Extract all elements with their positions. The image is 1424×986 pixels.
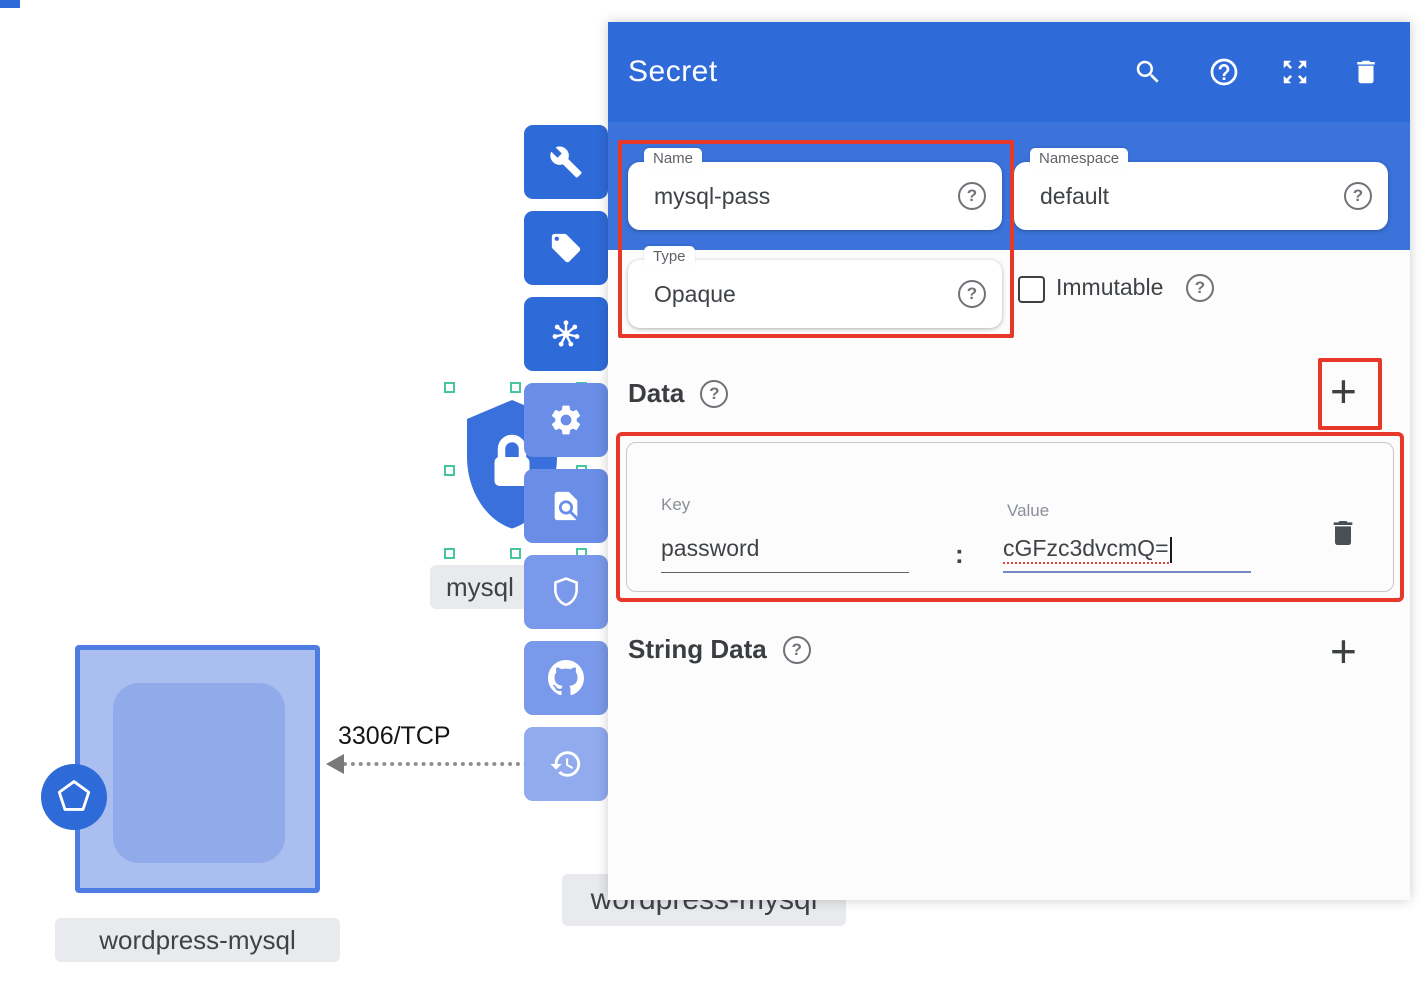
- data-section-title: Data: [628, 378, 685, 408]
- name-help-icon[interactable]: ?: [958, 182, 986, 210]
- immutable-checkbox[interactable]: [1018, 276, 1045, 303]
- deployment-node-label: wordpress-mysql: [55, 918, 340, 962]
- delete-data-row-button[interactable]: [1327, 517, 1359, 552]
- help-button[interactable]: [1208, 56, 1240, 88]
- secret-node-label-text: mysql: [446, 571, 514, 602]
- type-help-icon[interactable]: ?: [958, 280, 986, 308]
- string-data-help-icon[interactable]: ?: [782, 635, 811, 664]
- find-in-page-icon: [554, 491, 578, 521]
- panel-header: Secret: [608, 22, 1410, 122]
- type-field[interactable]: Type Opaque ?: [628, 246, 1002, 328]
- deployment-node-label-text: wordpress-mysql: [99, 924, 296, 955]
- delete-node-button[interactable]: [1350, 56, 1382, 88]
- key-input[interactable]: password: [661, 535, 909, 573]
- key-input-value: password: [661, 535, 760, 561]
- selection-handle[interactable]: [444, 465, 455, 476]
- pod-pentagon-icon: [57, 780, 91, 811]
- highlight-box-add-data: [1318, 358, 1382, 430]
- selection-handle[interactable]: [510, 382, 521, 393]
- toolbar-history-button[interactable]: [524, 727, 608, 801]
- selection-handle[interactable]: [510, 548, 521, 559]
- data-row: Key password : Value cGFzc3dvcmQ=: [626, 442, 1394, 592]
- toolbar-settings-button[interactable]: [524, 383, 608, 457]
- trash-icon: [1333, 521, 1353, 545]
- search-button[interactable]: [1132, 56, 1164, 88]
- deployment-node[interactable]: [75, 645, 320, 893]
- add-string-data-button[interactable]: +: [1330, 625, 1357, 677]
- edge-line: [343, 762, 528, 766]
- highlight-box-data-row: Key password : Value cGFzc3dvcmQ=: [616, 432, 1404, 602]
- immutable-label: Immutable: [1056, 274, 1164, 300]
- add-data-button[interactable]: +: [1330, 365, 1357, 417]
- data-help-icon[interactable]: ?: [700, 379, 729, 408]
- toolbar-shield-button[interactable]: [524, 555, 608, 629]
- secret-details-panel: Secret Name mysql-pass ? Name: [608, 22, 1410, 900]
- toolbar-github-button[interactable]: [524, 641, 608, 715]
- key-label: Key: [661, 495, 691, 514]
- panel-title: Secret: [628, 55, 718, 88]
- key-value-separator: :: [955, 539, 964, 569]
- tag-icon: [551, 233, 581, 263]
- gear-icon: [551, 405, 581, 435]
- toolbar-find-in-page-button[interactable]: [524, 469, 608, 543]
- namespace-field-label: Namespace: [1030, 148, 1129, 169]
- search-icon: [1136, 60, 1159, 83]
- shield-icon: [554, 577, 578, 607]
- value-input[interactable]: cGFzc3dvcmQ=: [1003, 535, 1251, 573]
- namespace-field-value[interactable]: default: [1040, 183, 1110, 209]
- github-icon: [548, 660, 584, 696]
- deployment-node-inner: [113, 683, 285, 863]
- string-data-section-title: String Data: [628, 634, 767, 664]
- toolbar-tag-button[interactable]: [524, 211, 608, 285]
- toolbar-kubernetes-button[interactable]: [524, 297, 608, 371]
- value-label: Value: [1007, 501, 1050, 520]
- data-section-header: Data ?: [628, 378, 729, 409]
- edge-arrowhead-icon: [326, 754, 344, 774]
- string-data-section-header: String Data ?: [628, 634, 811, 665]
- help-icon: [1210, 58, 1238, 86]
- text-cursor: [1169, 536, 1172, 563]
- name-field[interactable]: Name mysql-pass ?: [628, 148, 1002, 230]
- highlight-box-fields: [618, 140, 1014, 338]
- expand-button[interactable]: [1279, 56, 1311, 88]
- type-field-label: Type: [644, 246, 695, 267]
- wrench-icon: [550, 146, 582, 178]
- trash-icon: [1357, 60, 1375, 84]
- toolbar-wrench-button[interactable]: [524, 125, 608, 199]
- name-field-value[interactable]: mysql-pass: [654, 183, 771, 209]
- immutable-help-icon[interactable]: ?: [1186, 274, 1214, 302]
- value-input-value: cGFzc3dvcmQ=: [1003, 535, 1169, 564]
- node-toolbar: [524, 125, 608, 813]
- selection-handle[interactable]: [444, 382, 455, 393]
- type-field-value[interactable]: Opaque: [654, 281, 736, 307]
- pod-badge: [41, 764, 107, 830]
- namespace-help-icon[interactable]: ?: [1344, 182, 1372, 210]
- name-field-label: Name: [644, 148, 703, 169]
- kubernetes-hub-icon: [552, 320, 580, 347]
- expand-icon: [1283, 60, 1307, 84]
- namespace-field[interactable]: Namespace default ?: [1014, 148, 1388, 230]
- history-icon: [550, 751, 581, 777]
- canvas-artifact: [0, 0, 20, 8]
- selection-handle[interactable]: [444, 548, 455, 559]
- edge-port-label: 3306/TCP: [338, 722, 451, 750]
